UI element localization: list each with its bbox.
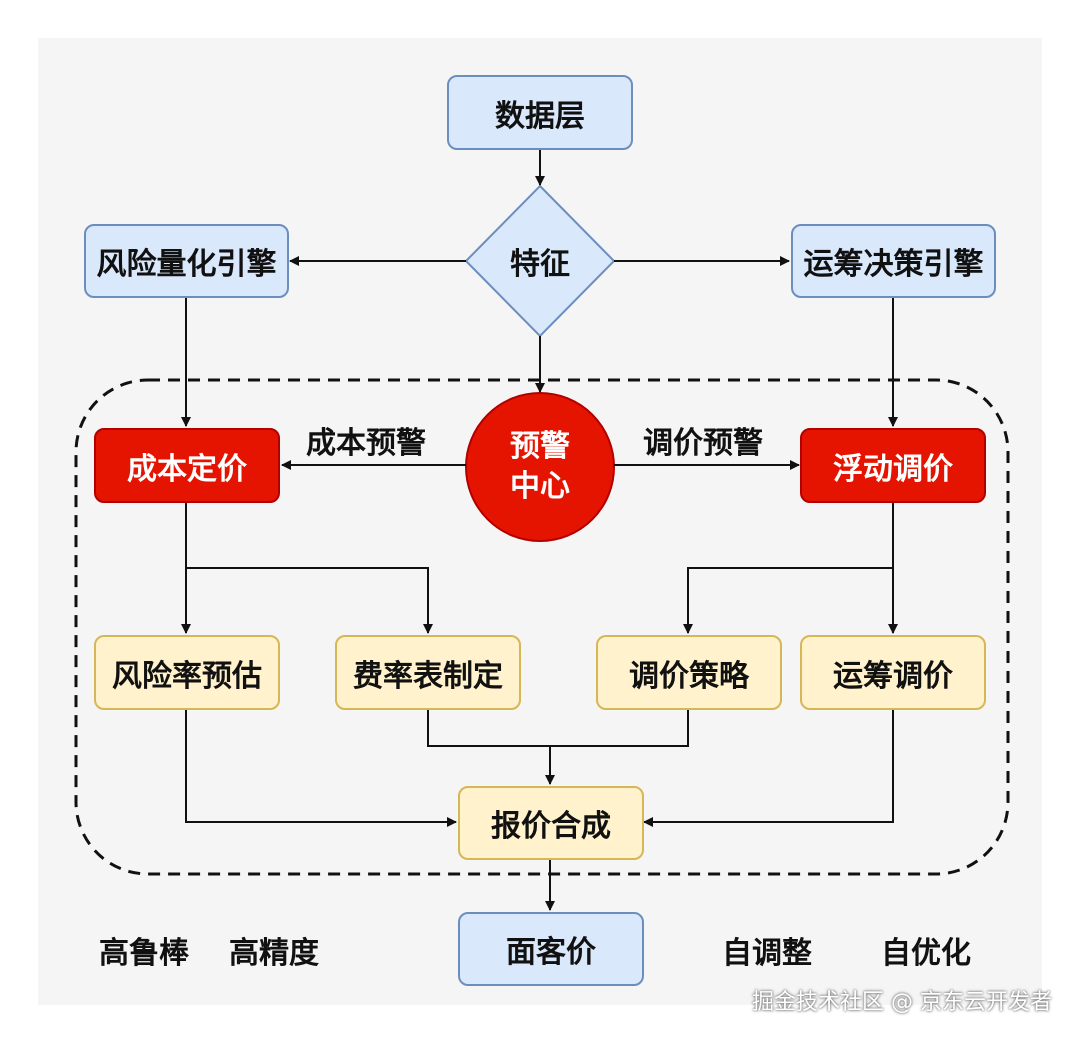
pricing-strategy-node: 调价策略 <box>596 635 782 710</box>
alert-center-label: 预警 中心 <box>466 396 614 538</box>
attribute-self-optimize: 自优化 <box>881 936 971 971</box>
cost-alert-label: 成本预警 <box>306 426 426 461</box>
edge-floating-pricing-to-strategy <box>683 567 893 634</box>
attribute-robust: 高鲁棒 <box>99 936 189 971</box>
edge-risk-rate-to-quote <box>185 710 457 827</box>
price-alert-label: 调价预警 <box>643 426 763 461</box>
ops-pricing-node: 运筹调价 <box>800 635 986 710</box>
alert-center-circle <box>465 392 615 542</box>
rate-table-node: 费率表制定 <box>335 635 521 710</box>
alert-center-line2: 中心 <box>510 469 570 504</box>
edge-rate-table-to-quote <box>427 710 689 784</box>
quote-synthesis-node: 报价合成 <box>458 786 644 860</box>
watermark: 掘金技术社区 @ 京东云开发者 <box>752 990 1052 1015</box>
risk-rate-node: 风险率预估 <box>94 635 280 710</box>
data-layer-node: 数据层 <box>447 75 633 150</box>
edge-ops-pricing-to-quote <box>643 710 894 827</box>
risk-engine-node: 风险量化引擎 <box>84 224 289 298</box>
edge-cost-pricing-to-rate-table <box>186 567 433 634</box>
cost-pricing-node: 成本定价 <box>94 428 280 503</box>
attribute-self-adjust: 自调整 <box>722 936 812 971</box>
floating-pricing-node: 浮动调价 <box>800 428 986 503</box>
attribute-precision: 高精度 <box>229 936 319 971</box>
ops-engine-node: 运筹决策引擎 <box>791 224 996 298</box>
face-price-node: 面客价 <box>458 912 644 986</box>
alert-center-line1: 预警 <box>510 429 570 464</box>
feature-label: 特征 <box>510 247 570 282</box>
